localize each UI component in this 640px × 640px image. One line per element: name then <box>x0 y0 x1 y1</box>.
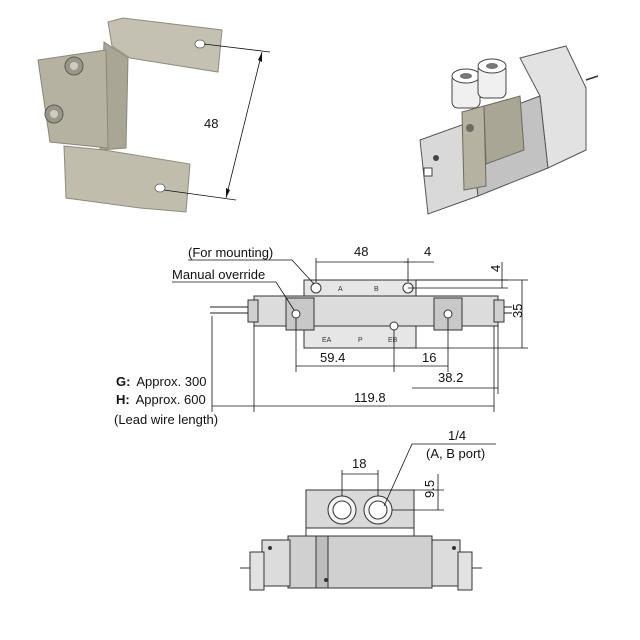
dim-59-4: 59.4 <box>320 350 345 365</box>
lead-wire-note: (Lead wire length) <box>114 412 218 427</box>
dim-18: 18 <box>352 456 366 471</box>
dim-4-vertical: 4 <box>488 265 503 272</box>
svg-text:H: Approx. 600: H: Approx. 600 <box>116 392 206 407</box>
lead-h-value: Approx. 600 <box>136 392 206 407</box>
port-size-label: 1/4 <box>448 428 466 443</box>
bracket-photo <box>37 17 223 213</box>
photo-dim-48: 48 <box>204 116 218 131</box>
lead-h-key: H: <box>116 392 130 407</box>
port-note-label: (A, B port) <box>426 446 485 461</box>
label-manual-override: Manual override <box>172 267 265 282</box>
side-view-dimensions: 18 9.5 1/4 (A, B port) <box>341 428 496 511</box>
port-label-b: B <box>374 286 379 293</box>
port-label-eb: EB <box>388 337 398 344</box>
lead-wire-notes: G: Approx. 300 H: Approx. 600 (Lead wire… <box>114 374 218 427</box>
dim-4-horizontal: 4 <box>424 244 431 259</box>
dim-9-5: 9.5 <box>422 480 437 498</box>
top-view-drawing: A B EA P EB <box>210 279 512 349</box>
top-view-dimensions: 48 4 4 35 59.4 16 38.2 119.8 <box>211 244 528 412</box>
port-label-ea: EA <box>322 337 332 344</box>
port-label-p: P <box>358 337 363 344</box>
photo-dimension-48: 48 <box>163 43 271 201</box>
top-view-callouts: (For mounting) Manual override <box>172 245 315 311</box>
dim-38-2: 38.2 <box>438 370 463 385</box>
lead-g-value: Approx. 300 <box>136 374 206 389</box>
lead-g-key: G: <box>116 374 130 389</box>
label-for-mounting: (For mounting) <box>188 245 273 260</box>
dim-48: 48 <box>354 244 368 259</box>
dim-119-8: 119.8 <box>354 390 386 405</box>
port-label-a: A <box>338 286 343 293</box>
valve-photo <box>419 45 599 215</box>
dim-35: 35 <box>510 304 525 318</box>
side-view-drawing <box>240 489 482 591</box>
dim-16: 16 <box>422 350 436 365</box>
svg-text:G: Approx. 300: G: Approx. 300 <box>116 374 206 389</box>
